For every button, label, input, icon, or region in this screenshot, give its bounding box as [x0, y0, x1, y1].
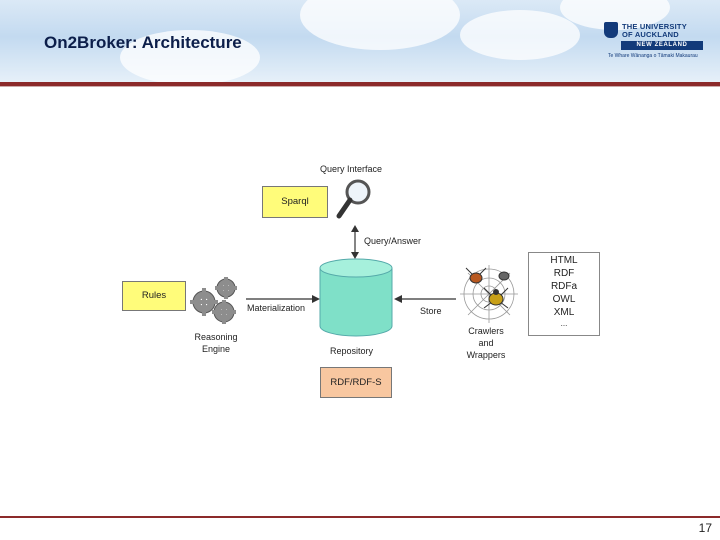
- materialization-label: Materialization: [247, 303, 306, 313]
- logo-motto: Te Whare Wānanga o Tāmaki Makaurau: [608, 53, 698, 59]
- footer-rule: [0, 516, 720, 518]
- reasoning-engine-label-1: Reasoning: [194, 332, 238, 342]
- formats-box: HTML RDF RDFa OWL XML ...: [528, 252, 600, 336]
- logo-line-2: OF AUCKLAND: [622, 30, 679, 39]
- gears-icon: [190, 277, 237, 324]
- cloud-decoration: [300, 0, 460, 50]
- format-item: XML: [553, 307, 575, 318]
- sparql-box: Sparql: [262, 186, 328, 218]
- header-rule: [0, 82, 720, 86]
- page-number: 17: [698, 521, 712, 535]
- crawlers-label-3: Wrappers: [466, 350, 506, 360]
- crest-icon: [604, 22, 618, 38]
- reasoning-engine-label-2: Engine: [201, 344, 231, 354]
- repository-label: Repository: [330, 346, 374, 356]
- magnifier-icon: [336, 179, 371, 219]
- store-arrow: [394, 295, 456, 303]
- crawlers-label-1: Crawlers: [468, 326, 504, 336]
- logo-line-3: NEW ZEALAND: [621, 41, 703, 50]
- repository-cylinder: [319, 258, 393, 337]
- header-rule-shadow: [0, 86, 720, 87]
- university-logo: THE UNIVERSITY OF AUCKLAND NEW ZEALAND T…: [604, 22, 704, 64]
- rules-box: Rules: [122, 281, 186, 311]
- cloud-decoration: [460, 10, 580, 60]
- format-item: ...: [560, 319, 568, 328]
- spider-web-icon: [460, 265, 518, 323]
- store-label: Store: [420, 306, 442, 316]
- query-answer-label: Query/Answer: [364, 236, 422, 246]
- materialization-arrow: [246, 295, 320, 303]
- query-answer-arrow: [351, 225, 359, 259]
- query-interface-label: Query Interface: [320, 164, 383, 174]
- format-item: RDFa: [550, 281, 578, 292]
- crawlers-label-2: and: [478, 338, 494, 348]
- logo-line-1: THE UNIVERSITY: [622, 22, 687, 31]
- cloud-decoration: [120, 30, 260, 82]
- rdf-rdfs-box: RDF/RDF-S: [320, 367, 392, 398]
- format-item: RDF: [553, 268, 575, 279]
- slide-title: On2Broker: Architecture: [44, 33, 242, 52]
- format-item: HTML: [550, 255, 578, 266]
- format-item: OWL: [552, 294, 576, 305]
- slide-header: On2Broker: Architecture THE UNIVERSITY O…: [0, 0, 720, 82]
